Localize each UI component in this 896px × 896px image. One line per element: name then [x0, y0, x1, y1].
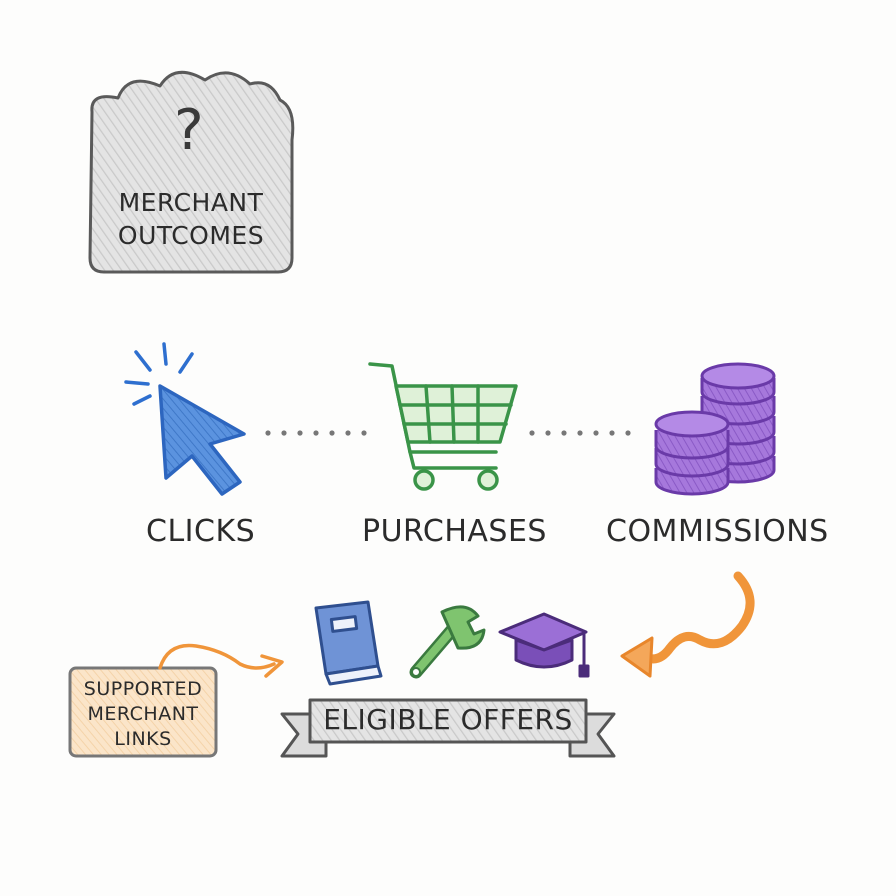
cloud-line-1: MERCHANT — [118, 188, 264, 217]
cloud-question-mark: ? — [174, 98, 205, 163]
step-label-clicks: CLICKS — [146, 514, 256, 549]
coin-stack-icon — [654, 362, 776, 496]
step-label-purchases: PURCHASES — [362, 514, 547, 549]
coin-stack-front — [654, 410, 730, 496]
cloud-line-2: OUTCOMES — [117, 221, 265, 250]
graduation-cap-icon — [498, 612, 590, 678]
note-line-2: MERCHANT — [87, 703, 199, 725]
shopping-cart-icon — [368, 362, 518, 491]
eligible-offers-label: ELIGIBLE OFFERS — [323, 703, 573, 736]
eligible-offers-ribbon — [280, 698, 616, 758]
book-icon — [314, 600, 383, 686]
merchant-outcomes-cloud — [88, 70, 295, 274]
note-arrow — [158, 643, 284, 678]
supported-links-note — [68, 666, 218, 758]
step-label-commissions: COMMISSIONS — [606, 514, 829, 549]
note-line-1: SUPPORTED — [83, 678, 203, 700]
cursor-click-icon — [124, 342, 246, 496]
return-arrow — [620, 571, 755, 678]
wrench-icon — [409, 605, 486, 679]
dotted-connector-2 — [529, 430, 631, 436]
dotted-connector-1 — [265, 430, 367, 436]
note-line-3: LINKS — [114, 728, 172, 750]
